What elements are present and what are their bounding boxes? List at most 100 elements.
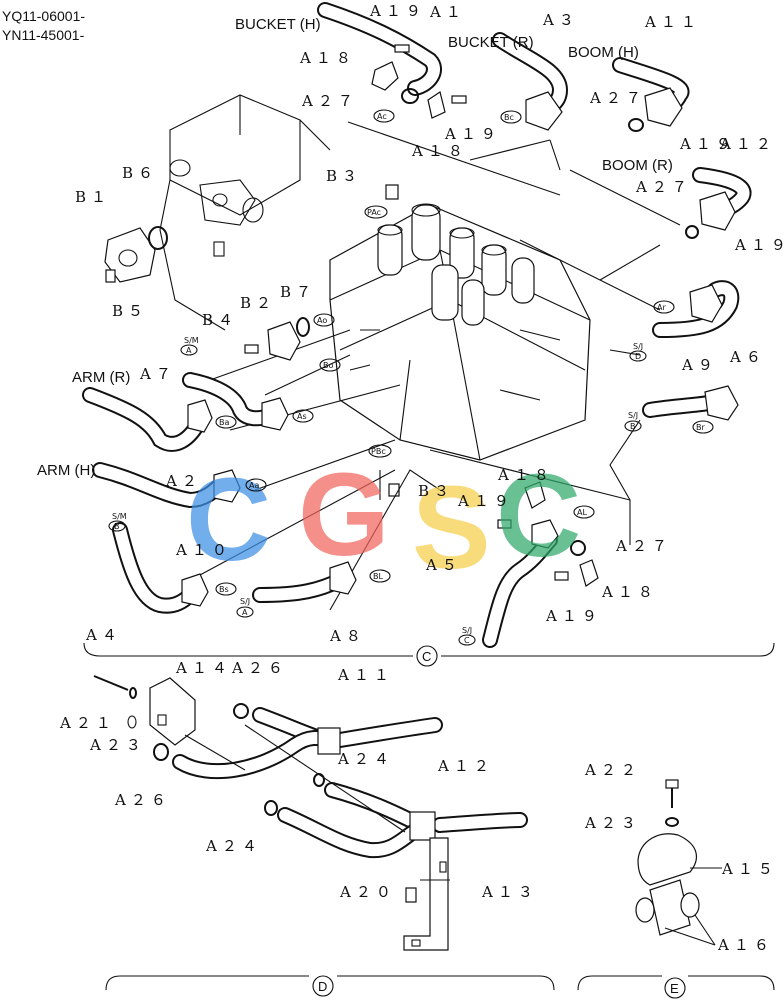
part-a11-d: A１１ bbox=[337, 666, 394, 684]
leader-lines bbox=[199, 121, 681, 611]
port-pbc: PBc bbox=[371, 447, 386, 456]
part-a27-top: A２７ bbox=[301, 92, 358, 110]
label-arm-h: ARM (H) bbox=[37, 462, 95, 479]
part-a20: A２０ bbox=[339, 883, 396, 901]
conn-sm-a-bottom: A bbox=[186, 346, 192, 355]
watermark-letter-3: S bbox=[412, 462, 491, 594]
part-a15: A１５ bbox=[721, 860, 778, 878]
port-bc: Bc bbox=[504, 113, 514, 122]
port-br: Br bbox=[696, 423, 705, 432]
watermark-letter-2: G bbox=[298, 449, 390, 581]
part-a4: A４ bbox=[85, 626, 122, 644]
watermark-letter-4: C bbox=[496, 450, 581, 582]
port-ar: Ar bbox=[657, 303, 666, 312]
part-a27-right: A２７ bbox=[635, 178, 692, 196]
part-a24-top: A２４ bbox=[337, 750, 394, 768]
part-b5: B５ bbox=[112, 302, 148, 320]
part-a27-boom: A２７ bbox=[589, 89, 646, 107]
conn-sm-b-top: S/M bbox=[112, 512, 127, 521]
conn-sj-c-bottom: C bbox=[464, 636, 470, 645]
port-bo: Bo bbox=[323, 361, 333, 370]
label-bucket-h: BUCKET (H) bbox=[235, 16, 321, 33]
connection-tags: S/M A S/M B S/J A S/J B S/J C S/J D bbox=[108, 336, 647, 646]
part-a1: A１ bbox=[429, 3, 466, 21]
port-ao: Ao bbox=[317, 316, 327, 325]
part-b3-top: B３ bbox=[326, 167, 362, 185]
part-a11-top: A１１ bbox=[644, 13, 701, 31]
part-a19-right-mid: A１９ bbox=[457, 492, 514, 510]
part-a19-boom: A１９ bbox=[679, 135, 736, 153]
part-a18-right: A１８ bbox=[497, 466, 554, 484]
part-a3: A３ bbox=[542, 11, 579, 29]
label-boom-h: BOOM (H) bbox=[568, 44, 639, 61]
part-a2: A２ bbox=[165, 472, 202, 490]
part-a7: A７ bbox=[139, 365, 176, 383]
part-a13: A１３ bbox=[481, 883, 538, 901]
part-a26-top: A２６ bbox=[231, 659, 288, 677]
section-e-assembly: E A２２ A２３ A１５ A１６ bbox=[577, 761, 778, 999]
section-e-label: E bbox=[670, 981, 679, 996]
part-a19-top: A１９ bbox=[369, 2, 426, 20]
control-valve-assembly bbox=[329, 184, 591, 497]
part-a10: A１０ bbox=[175, 541, 232, 559]
label-bucket-r: BUCKET (R) bbox=[448, 34, 534, 51]
watermark: C G S C bbox=[186, 449, 581, 594]
part-a18-bottom: A１８ bbox=[601, 583, 658, 601]
conn-sj-d-bottom: D bbox=[635, 352, 641, 361]
section-d-label: D bbox=[318, 979, 327, 994]
port-aa: Aa bbox=[249, 481, 259, 490]
conn-sj-b-top: S/J bbox=[628, 411, 638, 420]
hoses-left bbox=[82, 317, 599, 648]
port-tags: Ac Bc PAc Ao Bo As Ba Aa PBc Bs BL AL Ar… bbox=[215, 109, 714, 596]
port-as: As bbox=[297, 412, 307, 421]
part-a19-bottom: A１９ bbox=[545, 607, 602, 625]
serial-number-2: YN11-45001- bbox=[2, 27, 85, 43]
part-a21: A２１ bbox=[59, 714, 116, 732]
port-bs: Bs bbox=[219, 585, 229, 594]
hoses-upper bbox=[317, 2, 752, 239]
conn-sm-a-top: S/M bbox=[184, 336, 199, 345]
part-b3-bottom: B３ bbox=[418, 482, 454, 500]
conn-sj-c-top: S/J bbox=[462, 626, 472, 635]
port-ac: Ac bbox=[377, 112, 387, 121]
port-pac: PAc bbox=[367, 208, 381, 217]
machine-frame bbox=[104, 94, 331, 331]
part-b4: B４ bbox=[202, 311, 238, 329]
part-a18-top: A１８ bbox=[299, 49, 356, 67]
label-arm-r: ARM (R) bbox=[72, 369, 130, 386]
section-c-label: C bbox=[422, 649, 431, 664]
conn-sm-b-bottom: B bbox=[114, 522, 120, 531]
part-a16: A１６ bbox=[717, 936, 774, 954]
part-b1: B１ bbox=[75, 188, 111, 206]
part-a9: A９ bbox=[681, 356, 718, 374]
part-a14: A１４ bbox=[175, 659, 232, 677]
part-b6: B６ bbox=[122, 164, 158, 182]
part-a26-bottom: A２６ bbox=[114, 791, 171, 809]
serial-number-1: YQ11-06001- bbox=[2, 8, 85, 24]
part-a6: A６ bbox=[729, 348, 766, 366]
section-c-bracket: C bbox=[83, 642, 775, 667]
part-a19-right: A１９ bbox=[734, 236, 784, 254]
part-b7: B７ bbox=[280, 283, 316, 301]
label-boom-r: BOOM (R) bbox=[602, 157, 673, 174]
part-a27-bottom: A２７ bbox=[615, 537, 672, 555]
conn-sj-a-top: S/J bbox=[240, 597, 250, 606]
part-a23-e: A２３ bbox=[584, 814, 641, 832]
part-a8: A８ bbox=[329, 627, 366, 645]
part-b2: B２ bbox=[240, 294, 276, 312]
part-a18-mid: A１８ bbox=[411, 142, 468, 160]
part-a22: A２２ bbox=[584, 761, 641, 779]
port-ba: Ba bbox=[219, 418, 229, 427]
conn-sj-b-bottom: B bbox=[630, 422, 636, 431]
watermark-letter-1: C bbox=[186, 454, 271, 586]
section-d-assembly: D A１４ A２６ A１１ A２１ A２３ A２６ A２４ A１２ A２４ A２… bbox=[59, 659, 555, 997]
part-numbers-c: A１９ A１ A１８ A２７ A１８ A１９ A３ A１１ A２７ A１９ A１… bbox=[75, 2, 784, 645]
part-a23-d: A２３ bbox=[89, 736, 146, 754]
port-al: AL bbox=[577, 508, 587, 517]
part-a12-d: A１２ bbox=[437, 757, 494, 775]
conn-sj-d-top: S/J bbox=[633, 342, 643, 351]
port-bl: BL bbox=[373, 572, 383, 581]
conn-sj-a-bottom: A bbox=[242, 608, 248, 617]
hoses-right bbox=[642, 280, 740, 421]
